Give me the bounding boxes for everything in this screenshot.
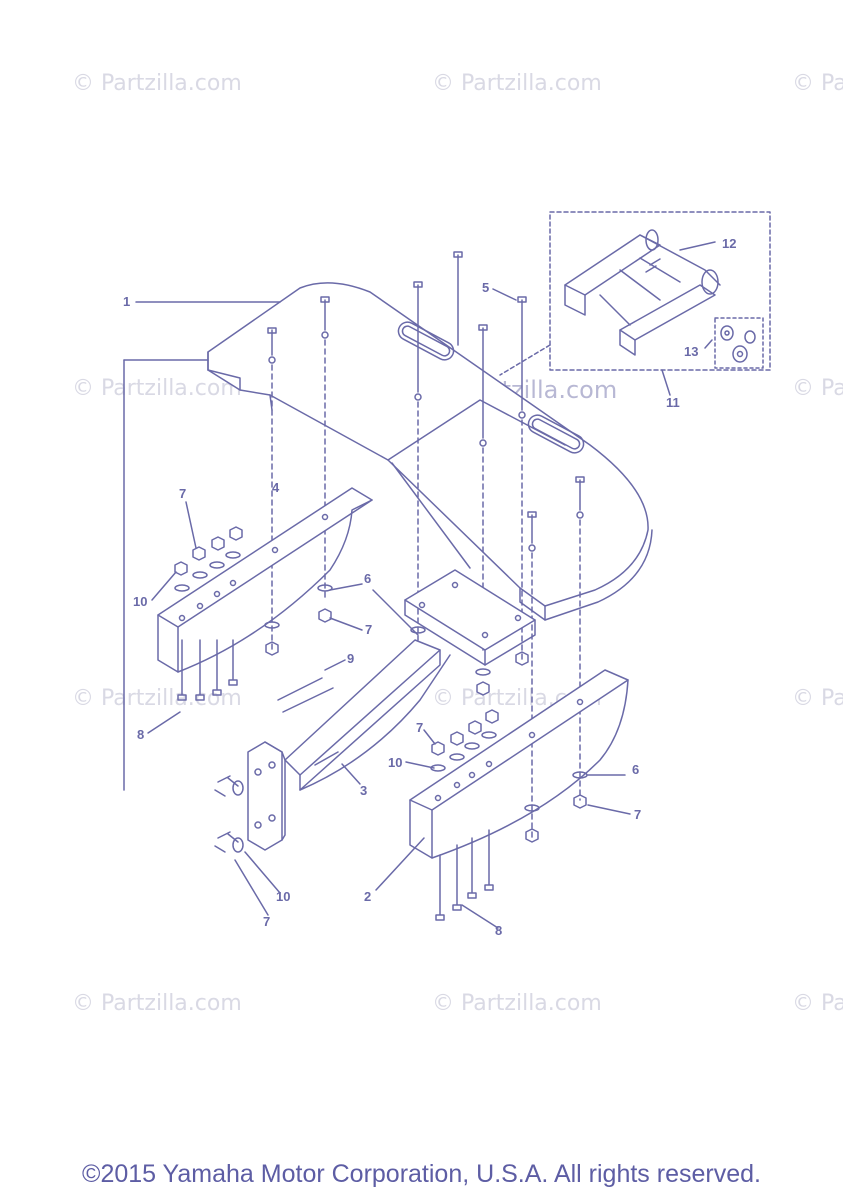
callout-9: 9	[347, 651, 354, 666]
main-plate	[207, 282, 653, 621]
callout-10: 10	[133, 594, 147, 609]
watermark: © Partzilla.com	[72, 71, 242, 96]
bolts	[267, 251, 585, 544]
callout-7-bottom: 7	[263, 914, 270, 929]
callout-11: 11	[666, 395, 680, 410]
copyright-footer: ©2015 Yamaha Motor Corporation, U.S.A. A…	[82, 1160, 761, 1188]
left-bracket	[157, 487, 373, 673]
callout-7: 7	[179, 486, 186, 501]
callout-13: 13	[684, 344, 698, 359]
callout-12: 12	[722, 236, 736, 251]
watermarks: © Partzilla.com © Partzilla.com © Partzi…	[72, 71, 843, 1016]
callout-4: 4	[272, 480, 280, 495]
callout-7-center: 7	[365, 622, 372, 637]
hardware	[174, 526, 588, 921]
callout-7-right-top: 7	[416, 720, 423, 735]
watermark: © Partzilla.com	[792, 686, 843, 711]
watermark: © Partzilla.com	[72, 991, 242, 1016]
callout-1: 1	[123, 294, 130, 309]
callout-3: 3	[360, 783, 367, 798]
watermark: © Partzilla.com	[792, 991, 843, 1016]
watermark: © Partzilla.com	[792, 376, 843, 401]
center-arm	[247, 639, 451, 851]
callout-8-right: 8	[495, 923, 502, 938]
leader-lines	[135, 241, 716, 929]
callout-10-bottom: 10	[276, 889, 290, 904]
watermark: © Partzilla.com	[432, 71, 602, 96]
callout-10-right: 10	[388, 755, 402, 770]
mount-block	[404, 569, 536, 666]
callout-6-right: 6	[632, 762, 639, 777]
callout-7-right: 7	[634, 807, 641, 822]
watermark: © Partzilla.com	[792, 71, 843, 96]
callout-8: 8	[137, 727, 144, 742]
right-bracket	[409, 669, 629, 859]
watermark: © Partzilla.com	[432, 991, 602, 1016]
callout-6: 6	[364, 571, 371, 586]
watermark: © Partzilla.com	[72, 376, 242, 401]
callout-labels: 1 2 3 4 5 6 6 7 7 7 7 7 8 8 9 10 10 10 1…	[123, 236, 736, 938]
callout-5: 5	[482, 280, 489, 295]
callout-2: 2	[364, 889, 371, 904]
inset-box	[499, 211, 771, 376]
